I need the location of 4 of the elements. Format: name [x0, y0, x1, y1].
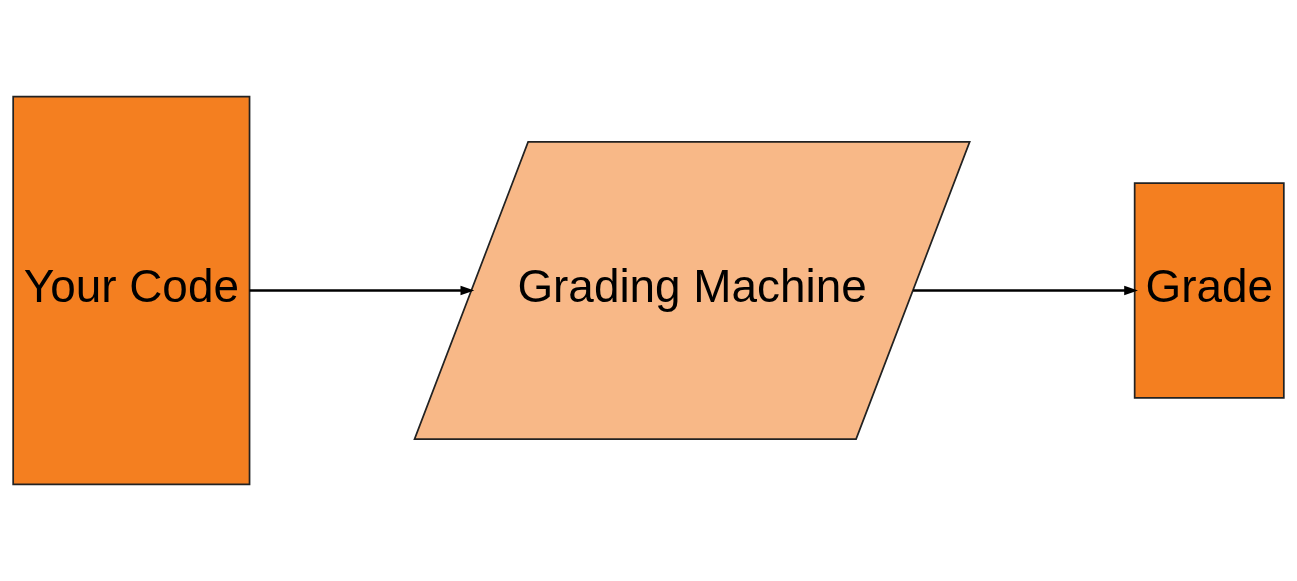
- node-box: Your Code: [12, 95, 251, 486]
- node-box: Grade: [1133, 182, 1285, 399]
- arrow: [249, 285, 475, 296]
- arrow: [913, 285, 1138, 296]
